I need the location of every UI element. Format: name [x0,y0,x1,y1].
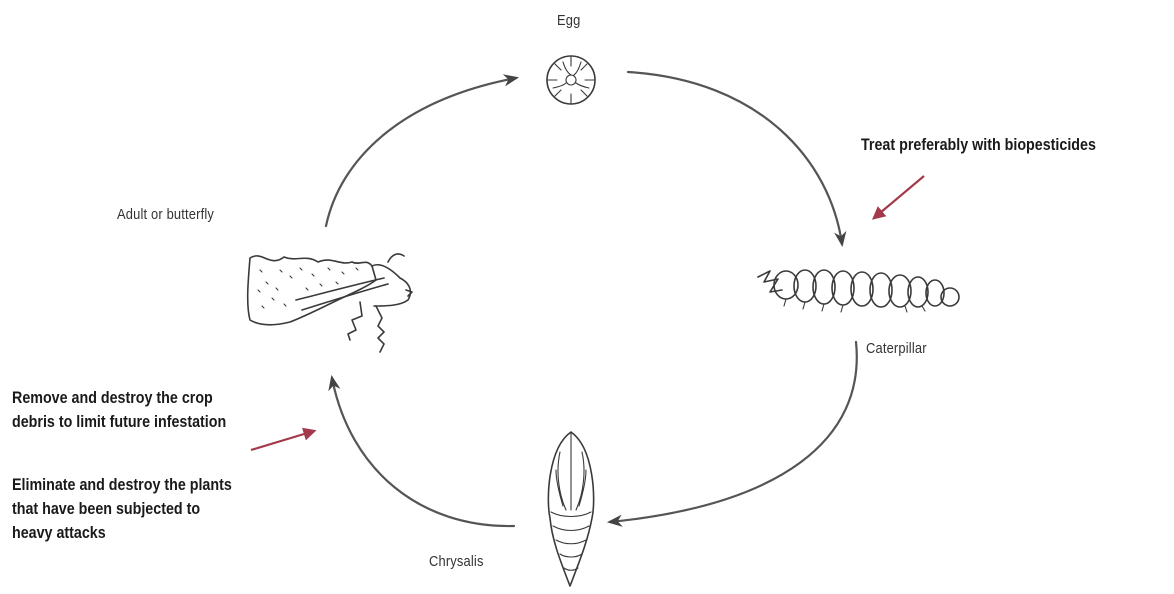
advice-eliminate-plants: Eliminate and destroy the plants that ha… [12,473,232,545]
arrow-adult-to-egg [326,78,516,226]
stage-label-adult: Adult or butterfly [117,206,214,223]
advice-caterpillar-treatment-text: Treat preferably with biopesticides [861,133,1096,157]
advice-caterpillar-treatment: Treat preferably with biopesticides [861,133,1096,157]
caterpillar-icon [758,270,959,312]
chrysalis-icon [548,432,593,586]
stage-label-chrysalis: Chrysalis [429,553,484,570]
arrow-caterpillar-to-chrysalis [610,342,857,522]
arrow-treatment-pointer [874,176,924,218]
stage-label-egg: Egg [557,12,580,29]
stage-label-caterpillar: Caterpillar [866,340,927,357]
cycle-arrows [326,72,857,526]
advice-remove-debris: Remove and destroy the crop debris to li… [12,386,226,434]
advice-remove-debris-line-1: Remove and destroy the crop [12,386,226,410]
advice-eliminate-plants-line-3: heavy attacks [12,521,232,545]
arrow-debris-pointer [251,431,314,450]
advice-arrows [251,176,924,450]
egg-icon [547,56,595,104]
arrow-egg-to-caterpillar [628,72,842,244]
advice-eliminate-plants-line-1: Eliminate and destroy the plants [12,473,232,497]
moth-icon [248,254,412,352]
advice-remove-debris-line-2: debris to limit future infestation [12,410,226,434]
arrow-chrysalis-to-adult [332,378,514,526]
advice-eliminate-plants-line-2: that have been subjected to [12,497,232,521]
